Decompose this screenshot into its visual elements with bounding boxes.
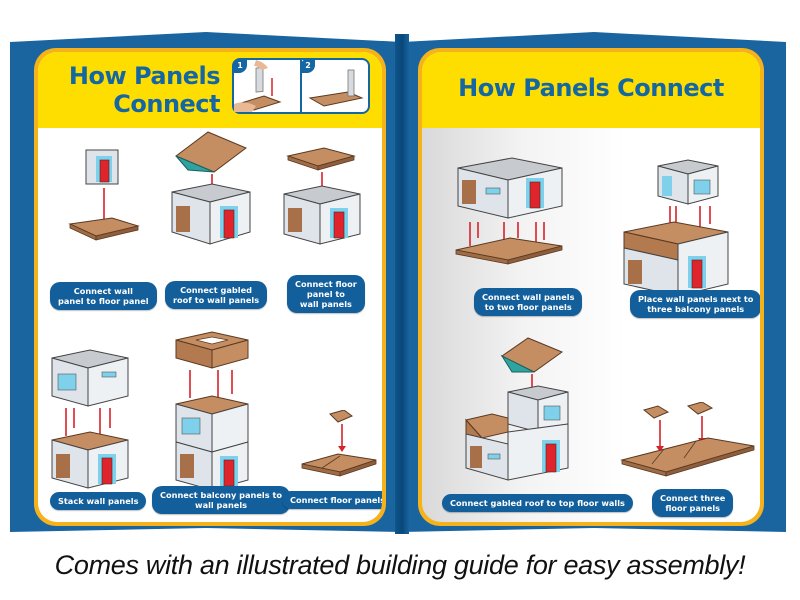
stack-walls-illustration [51,349,129,489]
walls-to-two-floors-illustration [455,157,563,265]
caption-roof-to-top-floor: Connect gabled roof to top floor walls [442,494,633,512]
balcony-to-walls-illustration [175,331,249,491]
caption-line: panel to floor panel [58,296,149,306]
step-2-illustration [308,69,364,107]
roof-to-top-floor-illustration [465,337,569,481]
title-line-2: Connect [113,90,220,118]
caption-line: Connect floor panels [290,495,382,505]
product-tagline: Comes with an illustrated building guide… [54,550,746,580]
step-number: 2 [301,59,315,73]
caption-line: Stack wall panels [58,496,139,506]
caption-line: to two floor panels [484,302,572,312]
caption-line: Connect wall panels [482,292,575,302]
caption-line: Connect gabled roof to top floor walls [450,498,625,508]
connect-floor-panels-illustration [301,410,377,477]
left-page-title: How Panels Connect [38,62,221,118]
left-page: How Panels Connect 1 2 [34,48,386,526]
caption-line: roof to wall panels [173,295,260,305]
instruction-booklet: How Panels Connect 1 2 [10,28,786,536]
caption-line: wall panels [299,299,352,309]
connect-three-floors-illustration [620,402,755,477]
booklet-spine [395,34,409,534]
caption-connect-gabled-roof: Connect gabled roof to wall panels [165,281,268,309]
caption-connect-floor-to-walls: Connect floor panel to wall panels [287,275,365,313]
caption-connect-three-floors: Connect three floor panels [652,489,734,517]
caption-line: three balcony panels [647,304,745,314]
walls-next-to-balcony-illustration [623,159,729,297]
right-page-title: How Panels Connect [458,74,724,102]
caption-line: Connect balcony panels to [160,490,282,500]
step-1-panel: 1 [232,58,302,114]
caption-line: Place wall panels next to [638,294,754,304]
caption-line: Connect floor [295,279,357,289]
caption-line: Connect three [660,493,726,503]
caption-walls-next-to-balcony: Place wall panels next to three balcony … [630,290,760,318]
gabled-roof-to-walls-illustration [171,131,251,245]
right-page: How Panels Connect [418,48,764,526]
caption-walls-to-two-floors: Connect wall panels to two floor panels [474,288,583,316]
caption-connect-wall-to-floor: Connect wall panel to floor panel [50,282,157,310]
caption-stack-wall-panels: Stack wall panels [50,492,147,510]
caption-line: Connect gabled [180,285,253,295]
caption-line: floor panels [665,503,720,513]
caption-line: Connect wall [73,286,133,296]
step-1-illustration [234,60,282,112]
floor-to-walls-illustration [283,147,361,245]
step-number: 1 [233,59,247,73]
step-2-panel: 2 [301,58,370,114]
caption-line: panel to [306,289,345,299]
wall-to-floor-illustration [68,149,140,241]
caption-connect-balcony-panels: Connect balcony panels to wall panels [152,486,290,514]
caption-connect-floor-panels: Connect floor panels [282,491,382,509]
right-page-header: How Panels Connect [422,52,760,128]
left-page-header: How Panels Connect 1 2 [38,52,382,128]
caption-line: wall panels [195,500,247,510]
title-line-1: How Panels [68,62,221,90]
